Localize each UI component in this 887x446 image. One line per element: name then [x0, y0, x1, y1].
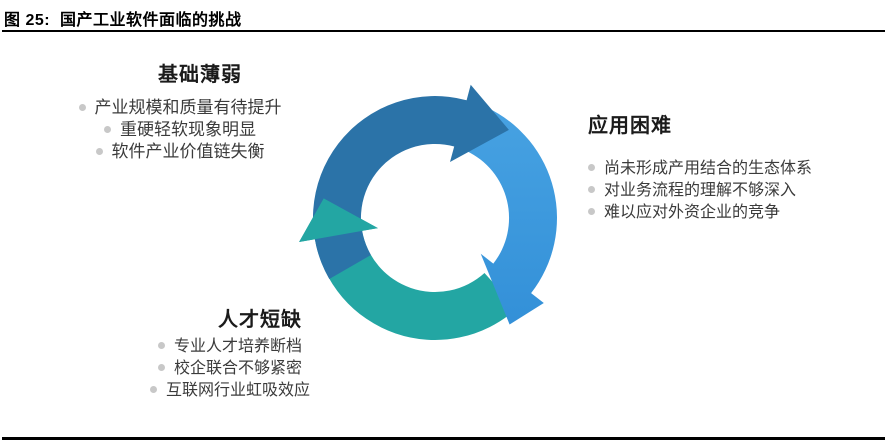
bullet-dot-icon: [149, 386, 157, 393]
bottom-divider: [2, 437, 885, 440]
cycle-arrows-diagram: [299, 84, 557, 340]
cycle-arrow-lightblue-icon: [466, 107, 557, 325]
bullet-item: 尚未形成产用结合的生态体系: [588, 158, 868, 180]
bullet-text: 软件产业价值链失衡: [111, 142, 265, 161]
section-title-foundation: 基础薄弱: [158, 64, 242, 86]
bullet-item: 重硬轻软现象明显: [35, 119, 325, 141]
bullet-dot-icon: [157, 364, 165, 371]
bullet-dot-icon: [588, 186, 595, 193]
bullet-item: 专业人才培养断档: [85, 336, 375, 358]
bullet-dot-icon: [104, 126, 111, 133]
section-bullets-foundation: 产业规模和质量有待提升 重硬轻软现象明显 软件产业价值链失衡: [35, 97, 325, 163]
bullet-item: 互联网行业虹吸效应: [85, 380, 375, 402]
bullet-dot-icon: [78, 104, 86, 111]
title-divider: [2, 30, 885, 32]
bullet-text: 对业务流程的理解不够深入: [604, 182, 797, 199]
cycle-arrow-teal-head-icon: [299, 198, 378, 242]
bullet-item: 校企联合不够紧密: [85, 358, 375, 380]
bullet-text: 难以应对外资企业的竞争: [604, 204, 781, 221]
section-bullets-talent: 专业人才培养断档 校企联合不够紧密 互联网行业虹吸效应: [85, 336, 375, 402]
bullet-item: 产业规模和质量有待提升: [35, 97, 325, 119]
bullet-text: 产业规模和质量有待提升: [94, 98, 282, 117]
bullet-text: 重硬轻软现象明显: [120, 120, 256, 139]
bullet-item: 软件产业价值链失衡: [35, 141, 325, 163]
bullet-dot-icon: [157, 342, 165, 349]
bullet-dot-icon: [588, 164, 595, 171]
section-title-application: 应用困难: [588, 115, 672, 137]
bullet-text: 专业人才培养断档: [173, 338, 302, 355]
bullet-dot-icon: [95, 148, 103, 155]
bullet-text: 互联网行业虹吸效应: [165, 382, 310, 399]
section-title-talent: 人才短缺: [218, 309, 302, 331]
bullet-item: 对业务流程的理解不够深入: [588, 180, 868, 202]
bullet-item: 难以应对外资企业的竞争: [588, 202, 868, 224]
bullet-dot-icon: [588, 208, 595, 215]
bullet-text: 尚未形成产用结合的生态体系: [604, 160, 813, 177]
bullet-text: 校企联合不够紧密: [173, 360, 302, 377]
cycle-arrow-darkblue-icon: [312, 84, 509, 279]
section-bullets-application: 尚未形成产用结合的生态体系 对业务流程的理解不够深入 难以应对外资企业的竞争: [588, 158, 868, 224]
figure-title: 图 25: 国产工业软件面临的挑战: [4, 12, 242, 29]
